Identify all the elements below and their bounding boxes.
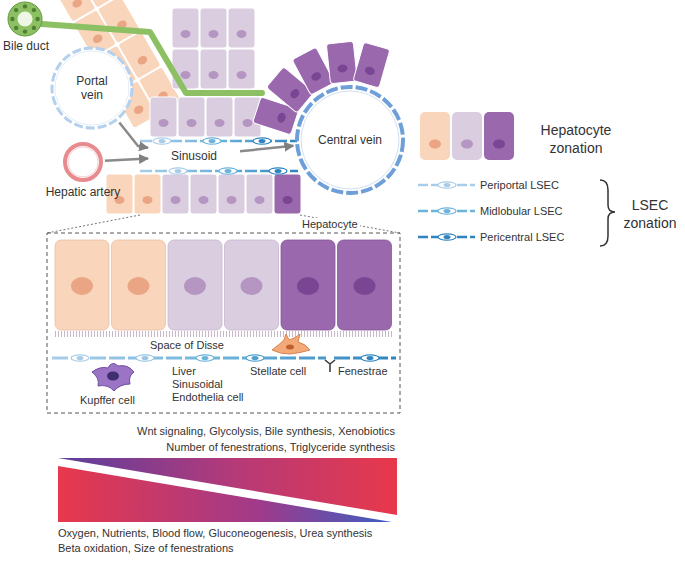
part-label: Space of Disse (148, 339, 226, 352)
hepatocyte-legend-sample (420, 112, 514, 160)
bile-duct-shape (7, 1, 43, 37)
hepatic-artery-shape (63, 142, 103, 182)
part-label: Kupffer cell (80, 394, 135, 407)
lsec-lining (52, 355, 396, 361)
node-label: Portal vein (67, 74, 117, 102)
bracket-label: LSEC zonation (618, 196, 682, 232)
gradient-note: Number of fenestrations, Triglyceride sy… (166, 441, 395, 454)
part-label: Fenestrae (338, 365, 388, 378)
central-vein: Central vein (295, 85, 405, 195)
flow-arrow (119, 122, 148, 147)
zoom-hepatocytes (55, 240, 392, 337)
sinusoid-walls (140, 138, 298, 174)
legend-label: Periportal LSEC (480, 179, 559, 192)
node-label: Central vein (318, 133, 382, 147)
gradient-note: Oxygen, Nutrients, Blood flow, Gluconeog… (58, 527, 372, 540)
node-label: Hepatic artery (46, 185, 121, 199)
legend-label: Hepatocyte zonation (524, 121, 628, 157)
node-label: Sinusoid (171, 149, 217, 163)
part-label: Hepatocyte (300, 218, 360, 231)
portal-vein: Portal vein (50, 46, 134, 130)
flow-arrow (240, 146, 293, 151)
kupffer-cell (92, 363, 134, 391)
gradient-note: Beta oxidation, Size of fenestrations (58, 542, 234, 555)
fenestra-marker (325, 360, 335, 372)
part-label: Liver Sinusoidal Endothelia cell (172, 365, 246, 404)
hepatic-artery: Hepatic artery (63, 142, 103, 182)
flow-arrow (105, 158, 148, 160)
node-label: Bile duct (3, 39, 49, 53)
stellate-cell (272, 334, 310, 354)
bile-duct: Bile duct (7, 1, 43, 37)
gradient-wedge (58, 466, 392, 522)
sinusoid: Sinusoid (150, 143, 238, 169)
gradient-note: Wnt signaling, Glycolysis, Bile synthesi… (137, 425, 395, 438)
lsec-legend-sample (418, 182, 475, 240)
legend-label: Midlobular LSEC (480, 205, 563, 218)
hepatocyte-row (106, 174, 301, 214)
legend-label: Pericentral LSEC (480, 231, 564, 244)
midlobular-hepatocytes (150, 8, 261, 137)
bracket (600, 180, 615, 246)
part-label: Stellate cell (250, 365, 306, 378)
zoom-frame (47, 215, 400, 413)
